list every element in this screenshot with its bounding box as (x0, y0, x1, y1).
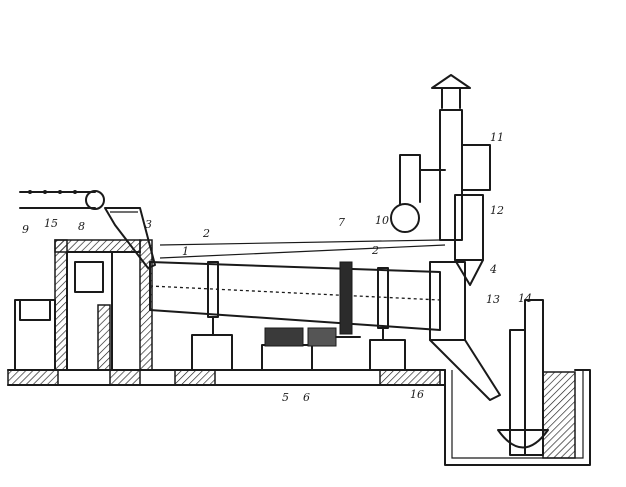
drive-unit (264, 327, 361, 347)
label-4: 4 (489, 263, 497, 276)
girth-gear (339, 261, 353, 335)
belt-conveyor (19, 190, 105, 210)
exhaust-stack (431, 74, 491, 241)
label-5: 5 (282, 391, 289, 404)
discharge-hood (429, 261, 501, 401)
riding-rings (207, 261, 389, 329)
label-14: 14 (518, 292, 532, 305)
labels: 1 2 2 3 4 5 6 7 8 9 10 11 12 13 14 15 16 (22, 131, 532, 404)
label-15: 15 (44, 217, 58, 230)
rotary-drum (149, 239, 446, 331)
label-7: 7 (338, 216, 345, 229)
bucket-elevator (497, 299, 549, 456)
label-16: 16 (410, 388, 424, 401)
foundation-slab (7, 369, 446, 386)
cyclone (454, 194, 484, 286)
furnace-building (14, 239, 153, 371)
label-12: 12 (490, 204, 504, 217)
label-6: 6 (303, 391, 310, 404)
label-11: 11 (490, 131, 504, 144)
label-3: 3 (145, 218, 152, 231)
pit (444, 369, 591, 466)
exhaust-fan (390, 154, 446, 233)
feed-hopper (104, 207, 156, 269)
label-9: 9 (22, 223, 29, 236)
label-2a: 2 (202, 227, 210, 240)
label-2b: 2 (371, 244, 379, 257)
label-10: 10 (375, 214, 389, 227)
label-13: 13 (486, 293, 500, 306)
label-8: 8 (78, 220, 85, 233)
label-1: 1 (182, 245, 189, 258)
